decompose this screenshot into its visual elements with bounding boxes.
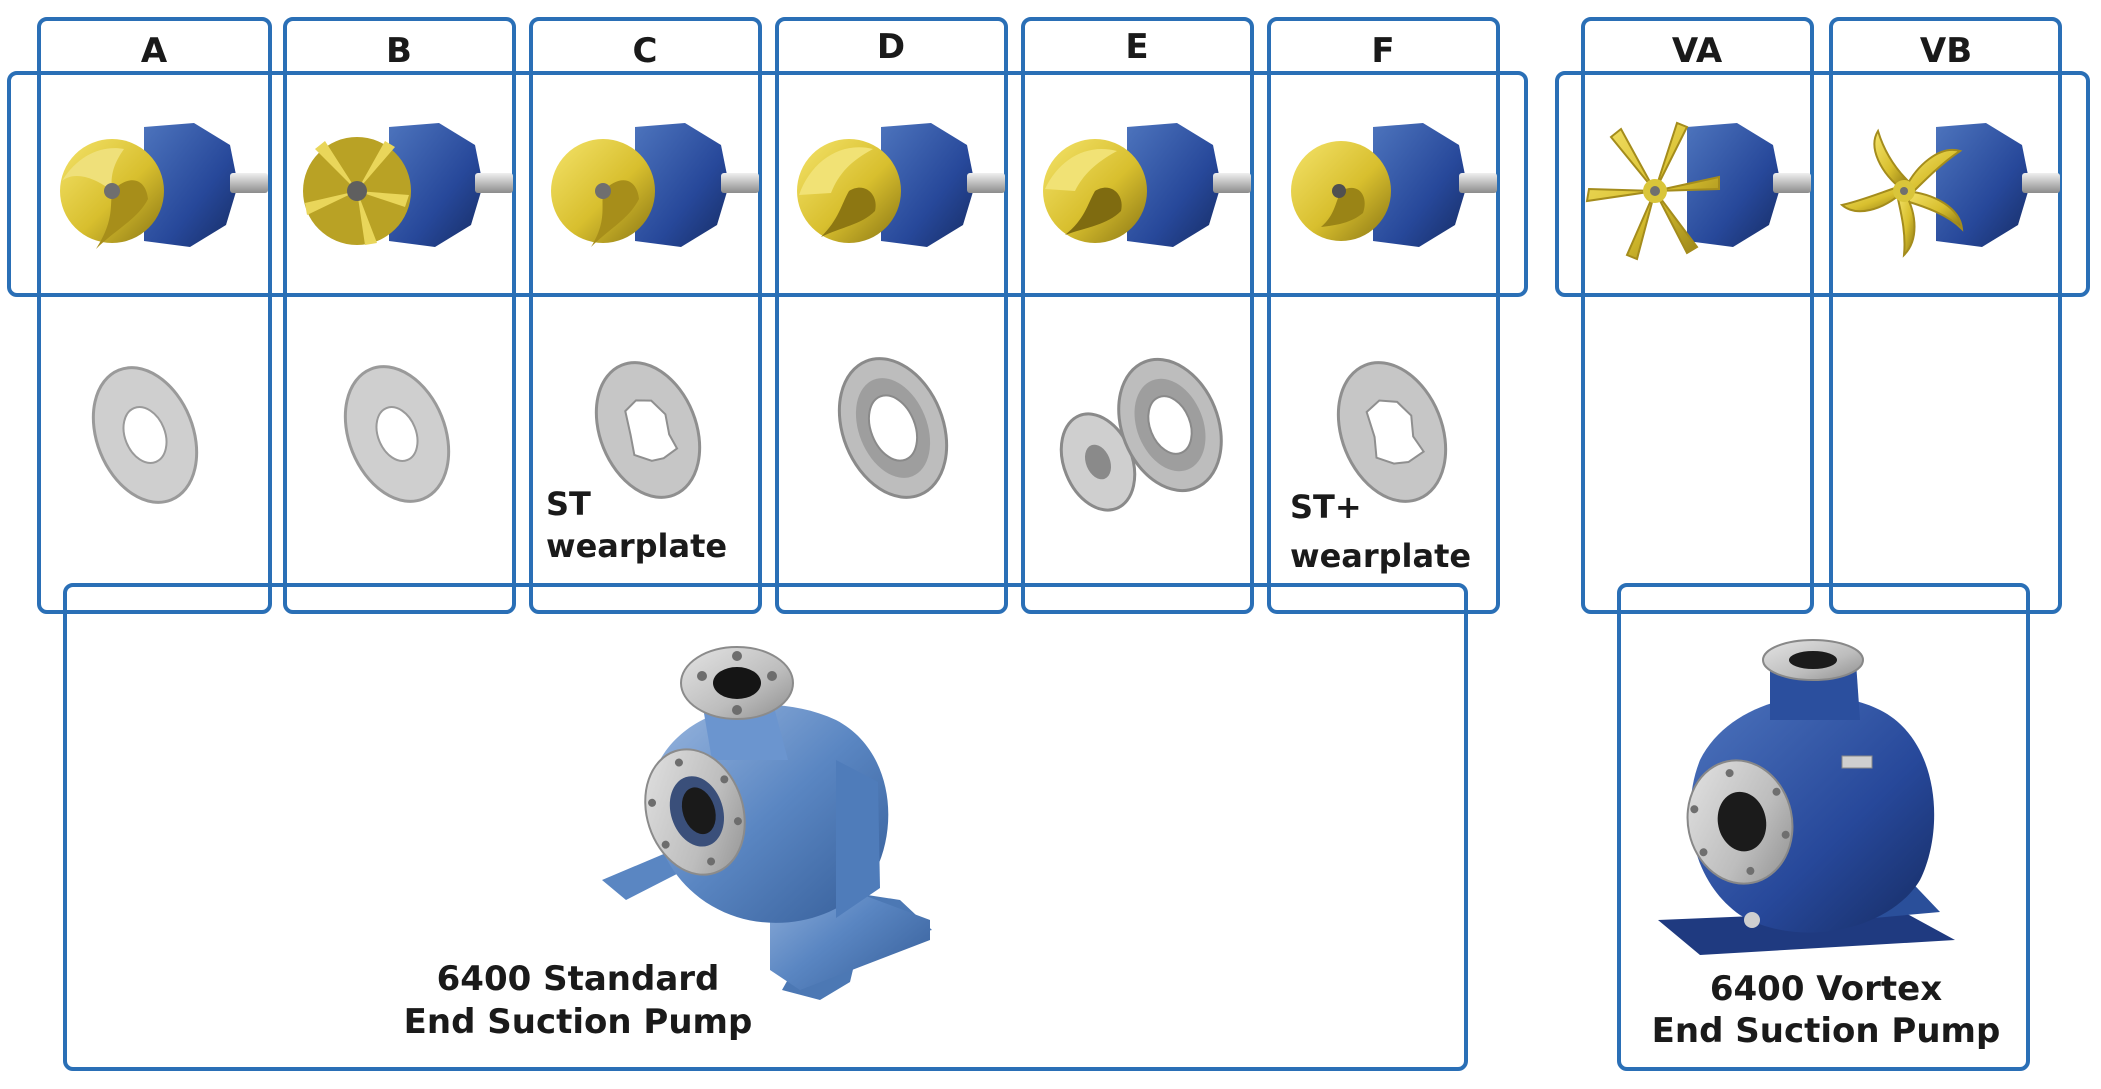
column-heading-c: C — [633, 31, 658, 71]
wearplate-label-c-line2: wearplate — [546, 527, 727, 565]
column-heading-b: B — [386, 31, 412, 71]
wearplate-label-c-line1: ST — [546, 485, 591, 523]
standard-pump-illustration — [602, 646, 932, 1000]
vortex-pump-illustration — [1658, 639, 1955, 955]
impeller-assembly-va — [1585, 121, 1811, 261]
frame-column-c — [529, 17, 762, 614]
frame-column-f — [1267, 17, 1500, 614]
wearplate-label-f: ST+ wearplate — [1290, 488, 1471, 575]
wearplate-label-f-line2: wearplate — [1290, 537, 1471, 575]
frame-column-d — [775, 17, 1008, 614]
frame-vortex-impeller-row — [1555, 71, 2090, 297]
frame-column-a — [37, 17, 272, 614]
impeller-assembly-d — [797, 123, 1005, 247]
wearplate-d — [837, 357, 949, 499]
frame-column-e — [1021, 17, 1254, 614]
standard-pump-label-line1: 6400 Standard — [437, 959, 720, 999]
impeller-assembly-a — [60, 123, 268, 249]
frame-standard-pump — [63, 583, 1468, 1071]
standard-pump-label: 6400 Standard End Suction Pump — [404, 959, 753, 1042]
impeller-assembly-c — [551, 123, 759, 248]
impeller-assembly-vb — [1839, 123, 2060, 258]
vortex-pump-label: 6400 Vortex End Suction Pump — [1652, 969, 2001, 1051]
wearplate-b — [343, 365, 451, 503]
frame-column-b — [283, 17, 516, 614]
column-heading-va: VA — [1672, 31, 1723, 71]
column-heading-a: A — [141, 31, 168, 71]
frame-column-va — [1581, 17, 1814, 614]
frame-group — [7, 17, 2090, 1071]
standard-pump-label-line2: End Suction Pump — [404, 1002, 753, 1042]
column-headings: A B C D E F VA VB — [141, 27, 1972, 71]
wearplate-f — [1336, 361, 1448, 503]
vortex-pump-label-line1: 6400 Vortex — [1710, 969, 1942, 1009]
impeller-assembly-f — [1291, 123, 1497, 247]
column-heading-vb: VB — [1920, 31, 1972, 71]
wearplate-c — [594, 361, 702, 499]
frame-vortex-pump — [1617, 583, 2030, 1071]
wearplate-label-f-line1: ST+ — [1290, 488, 1362, 526]
column-heading-e: E — [1125, 27, 1148, 67]
vortex-pump-label-line2: End Suction Pump — [1652, 1011, 2001, 1051]
frame-standard-impeller-row — [7, 71, 1528, 297]
wearplate-a — [91, 366, 199, 504]
column-heading-d: D — [877, 27, 905, 67]
column-heading-f: F — [1371, 31, 1394, 71]
wearplate-e — [1059, 357, 1223, 512]
wearplate-label-c: ST wearplate — [546, 485, 727, 565]
frame-column-vb — [1829, 17, 2062, 614]
impeller-assembly-e — [1043, 123, 1251, 247]
impeller-assembly-b — [303, 123, 513, 247]
